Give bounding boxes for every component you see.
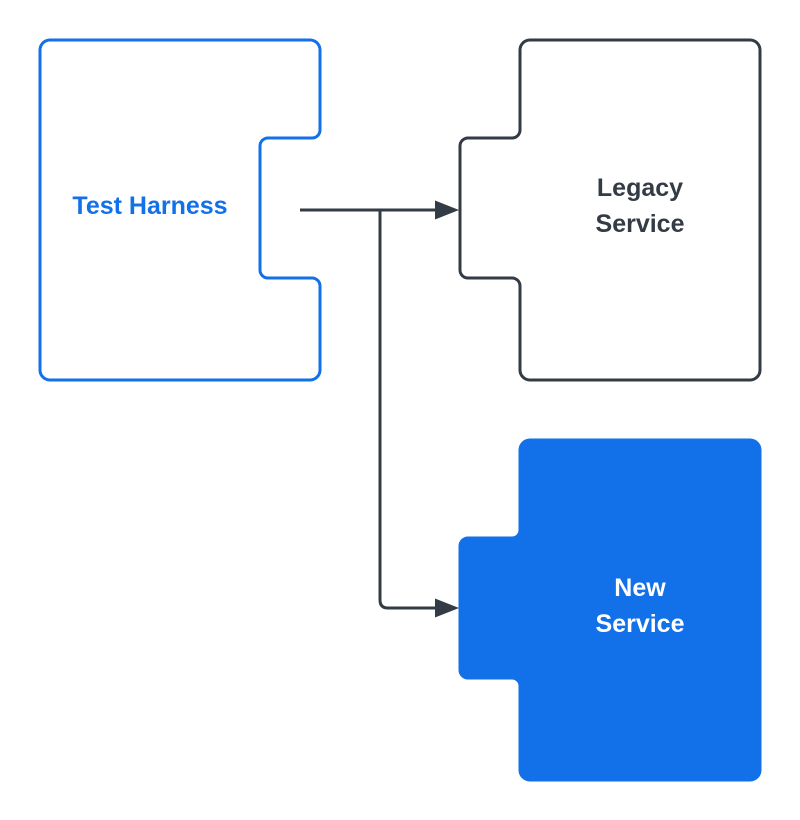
- connector-to-new[interactable]: [378, 210, 459, 618]
- connector-to-legacy[interactable]: [300, 200, 459, 220]
- test-harness-shape[interactable]: [38, 38, 322, 382]
- new-service-shape[interactable]: [458, 438, 762, 782]
- legacy-service-shape[interactable]: [458, 38, 762, 382]
- arrowhead-icon: [435, 598, 459, 618]
- arrowhead-icon: [435, 200, 459, 220]
